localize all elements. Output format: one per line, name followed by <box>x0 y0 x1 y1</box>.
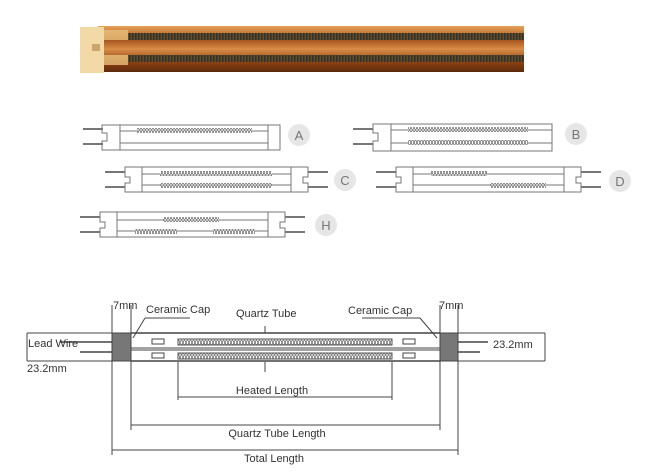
dimension-drawing <box>26 305 546 455</box>
variant-h-label: H <box>321 218 330 233</box>
coil-upper <box>128 33 524 40</box>
lead-wire-label: Lead Wire <box>28 338 78 350</box>
ceramic-cap-left <box>111 332 132 362</box>
ceramic-cap-right <box>439 332 459 362</box>
variant-c-badge <box>334 169 356 191</box>
variant-c-label: C <box>340 173 349 188</box>
lamp-photo <box>80 26 524 73</box>
variant-h <box>80 211 305 238</box>
variant-b <box>353 123 553 152</box>
total-length-label: Total Length <box>244 453 304 465</box>
variant-a-label: A <box>295 128 304 143</box>
variant-b-badge <box>565 123 587 145</box>
variant-h-badge <box>315 214 337 236</box>
variant-a <box>83 124 281 151</box>
quartz-tube-length-label: Quartz Tube Length <box>228 428 325 440</box>
heated-length-label: Heated Length <box>236 385 308 397</box>
cap-width-right: 7mm <box>439 300 463 312</box>
height-left-label: 23.2mm <box>27 363 67 375</box>
variant-c <box>105 166 328 193</box>
variant-d-badge <box>609 170 631 192</box>
variant-d <box>376 166 601 193</box>
quartz-tube-label: Quartz Tube <box>236 308 297 320</box>
cap-width-left: 7mm <box>113 300 137 312</box>
coil-lower <box>128 55 524 62</box>
ceramic-cap-left-label: Ceramic Cap <box>146 304 210 316</box>
ceramic-cap-right-label: Ceramic Cap <box>348 305 412 317</box>
variant-b-label: B <box>572 127 581 142</box>
variant-d-label: D <box>615 174 624 189</box>
height-right-label: 23.2mm <box>493 339 533 351</box>
variant-a-badge <box>288 124 310 146</box>
